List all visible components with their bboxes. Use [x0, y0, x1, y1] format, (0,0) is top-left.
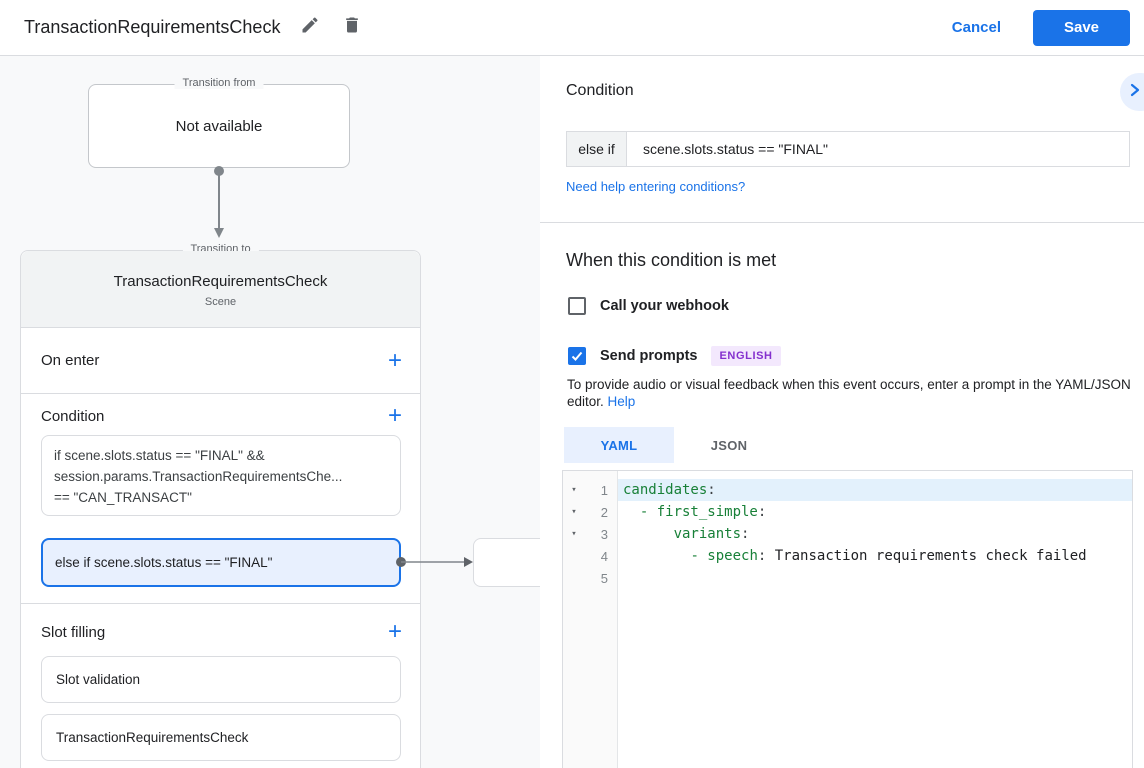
transition-arrow-down	[214, 166, 224, 238]
send-prompts-label: Send prompts	[600, 348, 698, 364]
pencil-icon	[300, 15, 320, 40]
help-link[interactable]: Help	[607, 394, 636, 409]
tab-yaml[interactable]: YAML	[564, 427, 674, 463]
condition-if-line: if scene.slots.status == "FINAL" &&	[54, 448, 265, 463]
fold-arrow-icon[interactable]: ▾	[571, 485, 577, 495]
page-title: TransactionRequirementsCheck	[24, 17, 281, 37]
scene-type: Scene	[204, 296, 237, 308]
save-button[interactable]: Save	[1033, 9, 1130, 46]
editor-gutter: ▾ 1 ▾ 2 ▾ 3 4 5	[563, 471, 618, 768]
panel-divider	[540, 222, 1144, 223]
condition-if-line: session.params.TransactionRequirementsCh…	[54, 469, 343, 484]
chevron-right-icon	[1130, 83, 1140, 102]
when-condition-met-title: When this condition is met	[566, 250, 777, 270]
slot-item-label: Slot validation	[56, 672, 141, 687]
fold-arrow-icon[interactable]: ▾	[571, 529, 577, 539]
line-number: 5	[600, 570, 608, 586]
condition-input-group: else if scene.slots.status == "FINAL"	[566, 131, 1130, 167]
line-number: 1	[600, 482, 608, 498]
check-icon	[571, 351, 583, 361]
tab-json[interactable]: JSON	[710, 437, 748, 453]
code-line[interactable]	[618, 567, 1132, 589]
call-webhook-checkbox-row[interactable]: Call your webhook	[568, 297, 729, 315]
condition-connector-arrow	[396, 557, 473, 567]
on-enter-row: On enter +	[21, 328, 420, 394]
top-bar: TransactionRequirementsCheck Cancel Save	[0, 0, 1144, 56]
condition-section: Condition + if scene.slots.status == "FI…	[21, 394, 420, 604]
condition-prefix-label: else if	[566, 131, 627, 167]
condition-help-link[interactable]: Need help entering conditions?	[566, 179, 746, 194]
condition-editor-panel: Condition else if scene.slots.status == …	[540, 56, 1144, 768]
condition-section-label: Condition	[41, 407, 105, 425]
trash-icon	[342, 15, 362, 40]
slot-filling-label: Slot filling	[41, 623, 106, 641]
line-number: 2	[600, 504, 608, 520]
slot-filling-section: Slot filling + Slot validation Transacti…	[21, 604, 420, 768]
scene-card: Transition to TransactionRequirementsChe…	[20, 243, 421, 768]
send-prompts-checkbox-checked[interactable]	[568, 347, 586, 365]
scene-canvas: Transition from Not available Transition…	[0, 56, 549, 768]
panel-title: Condition	[566, 82, 634, 99]
code-line[interactable]: candidates:	[618, 479, 1132, 501]
cancel-button[interactable]: Cancel	[951, 19, 1001, 36]
helper-text-body: To provide audio or visual feedback when…	[567, 377, 1131, 409]
condition-expression-input[interactable]: scene.slots.status == "FINAL"	[627, 131, 1130, 167]
transition-target-box[interactable]	[473, 538, 549, 587]
transition-from-content: Not available	[175, 117, 263, 135]
code-line[interactable]: - speech: Transaction requirements check…	[690, 548, 1087, 564]
webhook-label: Call your webhook	[600, 298, 729, 314]
condition-elseif-text: else if scene.slots.status == "FINAL"	[55, 555, 273, 570]
slot-item-label: TransactionRequirementsCheck	[56, 730, 249, 745]
add-on-enter-icon[interactable]: +	[387, 346, 402, 374]
transition-from-box: Transition from Not available	[88, 77, 350, 168]
transition-from-label: Transition from	[174, 77, 264, 89]
fold-arrow-icon[interactable]: ▾	[571, 507, 577, 517]
edit-button[interactable]	[298, 16, 322, 40]
on-enter-label: On enter	[41, 352, 100, 369]
condition-item-elseif-selected[interactable]: else if scene.slots.status == "FINAL"	[41, 538, 401, 587]
slot-item-transaction[interactable]: TransactionRequirementsCheck	[41, 714, 401, 761]
scene-name: TransactionRequirementsCheck	[113, 273, 328, 290]
prompt-helper-text: To provide audio or visual feedback when…	[567, 376, 1133, 410]
collapse-panel-button[interactable]	[1120, 73, 1144, 111]
webhook-checkbox-unchecked[interactable]	[568, 297, 586, 315]
language-badge: ENGLISH	[711, 346, 781, 366]
scene-card-header[interactable]: TransactionRequirementsCheck Scene	[21, 251, 420, 328]
slot-item-validation[interactable]: Slot validation	[41, 656, 401, 703]
line-number: 4	[600, 548, 608, 564]
condition-item-if[interactable]: if scene.slots.status == "FINAL" && sess…	[41, 435, 401, 516]
code-line[interactable]: - first_simple:	[639, 504, 767, 520]
send-prompts-checkbox-row[interactable]: Send prompts ENGLISH	[568, 346, 781, 366]
delete-button[interactable]	[340, 16, 364, 40]
code-line[interactable]: variants:	[673, 526, 750, 542]
add-condition-icon[interactable]: +	[387, 402, 402, 429]
editor-code[interactable]: candidates: - first_simple: variants: - …	[618, 471, 1132, 768]
add-slot-icon[interactable]: +	[387, 618, 402, 645]
editor-format-tabs: YAML JSON	[564, 427, 784, 463]
condition-if-line: == "CAN_TRANSACT"	[54, 490, 192, 505]
yaml-code-editor[interactable]: ▾ 1 ▾ 2 ▾ 3 4 5 candidates: - first_simple: var…	[562, 470, 1133, 768]
line-number: 3	[600, 526, 608, 542]
